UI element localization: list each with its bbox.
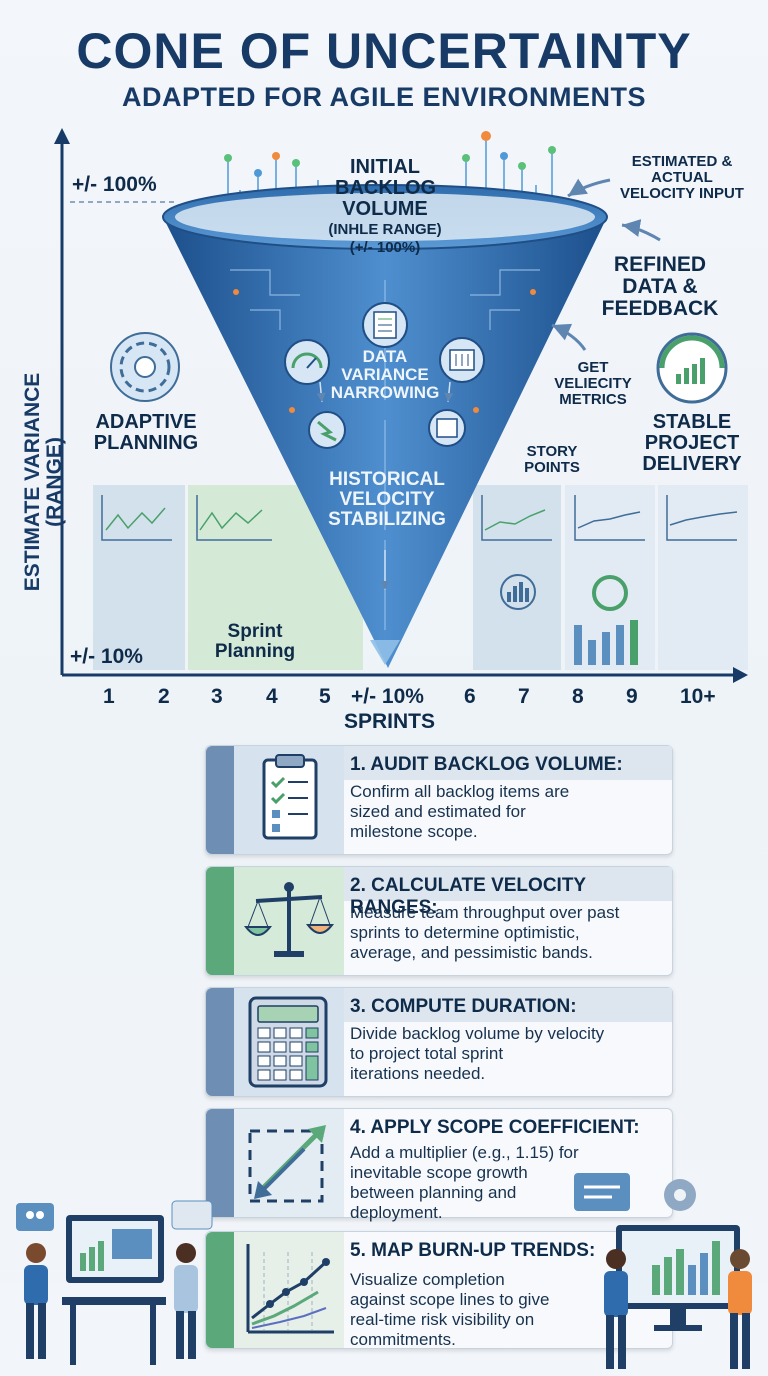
step-text-line: to project total sprint xyxy=(350,1044,504,1063)
x-tick: 5 xyxy=(319,685,331,708)
grid-icon xyxy=(439,337,485,383)
x-tick: 7 xyxy=(518,685,530,708)
velocity-metrics-label: GET VELIECITY METRICS xyxy=(554,359,632,408)
clipboard-icon xyxy=(234,746,344,854)
x-axis-label: SPRINTS xyxy=(344,710,436,733)
x-tick-row: 1 2 3 4 5 +/- 10% 6 7 8 9 10+ xyxy=(0,685,768,712)
mini-chart-group xyxy=(101,495,738,541)
step-title: 3. COMPUTE DURATION: xyxy=(344,988,672,1022)
x-tick: 6 xyxy=(464,685,476,708)
burnup-chart-icon xyxy=(234,1232,344,1348)
top-range-label: +/- 100% xyxy=(72,173,157,196)
trend-icon xyxy=(308,411,346,449)
step-title: 1. AUDIT BACKLOG VOLUME: xyxy=(344,746,672,780)
cone-diagram xyxy=(54,128,748,683)
refined-data-label: REFINED DATA & FEEDBACK xyxy=(601,253,719,321)
story-points-label: STORY POINTS xyxy=(524,443,580,476)
step-text-line: Visualize completion xyxy=(350,1270,505,1289)
step-body: Divide backlog volume by velocity to pro… xyxy=(350,1024,664,1084)
step-card-5: 5. MAP BURN-UP TRENDS: Visualize complet… xyxy=(205,1231,673,1349)
page-subtitle: ADAPTED FOR AGILE ENVIRONMENTS xyxy=(121,82,647,112)
step-card-2: 2. CALCULATE VELOCITY RANGES: Measure te… xyxy=(205,866,673,976)
estimated-velocity-label: ESTIMATED & ACTUAL VELOCITY INPUT xyxy=(620,153,744,202)
step-text-line: inevitable scope growth xyxy=(350,1163,528,1182)
step-body: Visualize completion against scope lines… xyxy=(350,1270,664,1350)
step-text-line: iterations needed. xyxy=(350,1064,486,1083)
x-tick: 9 xyxy=(626,685,638,708)
step-title: 4. APPLY SCOPE COEFFICIENT: xyxy=(350,1117,640,1138)
step-text-line: against scope lines to give xyxy=(350,1290,550,1309)
cone-lower-label: HISTORICAL VELOCITY STABILIZING xyxy=(328,469,446,530)
team-desk-illustration xyxy=(16,1200,213,1365)
gauge-icon xyxy=(284,339,330,385)
cone-middle-label: DATA VARIANCE NARROWING xyxy=(330,347,440,402)
step-accent xyxy=(206,1232,234,1348)
step-accent xyxy=(206,867,234,975)
y-axis-label: ESTIMATE VARIANCE (RANGE) xyxy=(21,372,67,592)
step-body: Add a multiplier (e.g., 1.15) for inevit… xyxy=(350,1143,664,1223)
step-text-line: between planning and xyxy=(350,1183,517,1202)
step-text-line: average, and pessimistic bands. xyxy=(350,943,593,962)
bar-chart-icon xyxy=(500,574,638,665)
step-card-3: 3. COMPUTE DURATION: Divide backlog volu… xyxy=(205,987,673,1097)
stable-delivery-label: STABLE PROJECT DELIVERY xyxy=(642,411,742,475)
sprint-panel-7 xyxy=(473,485,561,670)
step-text-line: Add a multiplier (e.g., 1.15) for xyxy=(350,1143,579,1162)
x-tick: +/- 10% xyxy=(351,685,424,708)
x-tick: 2 xyxy=(158,685,170,708)
step-text-line: sprints to determine optimistic, xyxy=(350,923,580,942)
step-body: Measure team throughput over past sprint… xyxy=(350,903,664,963)
sprint-panel-1 xyxy=(93,485,185,670)
step-text-line: milestone scope. xyxy=(350,822,478,841)
calculator-icon xyxy=(234,988,344,1096)
step-text-line: real-time risk visibility on xyxy=(350,1310,535,1329)
step-title: 2. CALCULATE VELOCITY RANGES: xyxy=(344,867,672,918)
step-title: 5. MAP BURN-UP TRENDS: xyxy=(350,1240,596,1261)
step-text-line: commitments. xyxy=(350,1330,456,1349)
step-card-4: 4. APPLY SCOPE COEFFICIENT: Add a multip… xyxy=(205,1108,673,1222)
step-text-line: sized and estimated for xyxy=(350,802,526,821)
step-card-1: 1. AUDIT BACKLOG VOLUME: Confirm all bac… xyxy=(205,745,673,855)
expand-icon xyxy=(234,1109,344,1217)
bottom-range-label: +/- 10% xyxy=(70,645,143,668)
page-title: CONE OF UNCERTAINTY xyxy=(76,23,692,79)
cone-top-sublabel-2: (+/- 100%) xyxy=(349,239,421,256)
cone-top-sublabel-1: (INHLE RANGE) xyxy=(328,221,442,238)
cone-top-label: INITIAL BACKLOG VOLUME xyxy=(335,156,437,220)
step-text-line: Measure team throughput over past xyxy=(350,903,620,922)
sprint-panel-10 xyxy=(658,485,748,670)
document-icon xyxy=(362,302,408,348)
server-icon xyxy=(428,409,466,447)
x-tick: 4 xyxy=(266,685,278,708)
scales-icon xyxy=(234,867,344,975)
step-body: Confirm all backlog items are sized and … xyxy=(350,782,664,842)
adaptive-planning-label: ADAPTIVE PLANNING xyxy=(93,411,199,454)
step-text-line: Confirm all backlog items are xyxy=(350,782,570,801)
team-monitor-illustration xyxy=(574,1173,752,1369)
step-text-line: deployment. xyxy=(350,1203,443,1222)
x-tick: 3 xyxy=(211,685,223,708)
x-tick: 10+ xyxy=(680,685,716,708)
step-accent xyxy=(206,746,234,854)
x-tick: 8 xyxy=(572,685,584,708)
step-accent xyxy=(206,988,234,1096)
step-accent xyxy=(206,1109,234,1217)
adaptive-planning-icon xyxy=(110,332,180,402)
circuit-nodes xyxy=(224,131,556,177)
x-tick: 1 xyxy=(103,685,115,708)
stable-delivery-icon xyxy=(656,332,728,404)
step-text-line: Divide backlog volume by velocity xyxy=(350,1024,605,1043)
sprint-planning-label: Sprint Planning xyxy=(214,621,296,662)
